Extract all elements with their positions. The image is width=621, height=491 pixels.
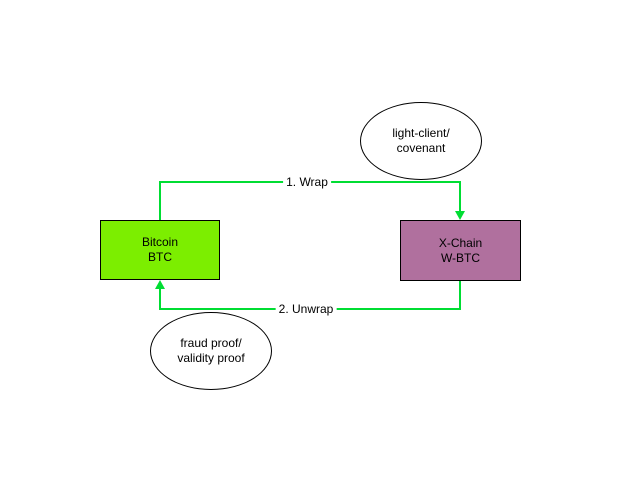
wrap-edge-segment-vertical-left xyxy=(159,181,161,220)
bitcoin-node: Bitcoin BTC xyxy=(100,220,220,280)
xchain-node-title: X-Chain xyxy=(438,235,483,250)
unwrap-edge-label: 2. Unwrap xyxy=(275,302,337,316)
bitcoin-node-subtitle: BTC xyxy=(148,250,172,264)
fraud-proof-label-line2: validity proof xyxy=(177,351,245,365)
fraud-proof-ellipse: fraud proof/ validity proof xyxy=(150,312,272,390)
unwrap-edge-segment-vertical-right xyxy=(459,280,461,310)
light-client-label-line2: covenant xyxy=(396,141,446,155)
light-client-label-line1: light-client/ xyxy=(392,126,450,140)
xchain-node: X-Chain W-BTC xyxy=(400,220,521,281)
wrap-edge-label: 1. Wrap xyxy=(283,175,331,189)
unwrap-edge-segment-vertical-left xyxy=(159,289,161,310)
wrap-arrowhead-icon xyxy=(455,211,465,220)
wrap-edge-segment-vertical-right xyxy=(459,181,461,213)
light-client-covenant-ellipse: light-client/ covenant xyxy=(360,102,482,180)
unwrap-arrowhead-icon xyxy=(155,280,165,289)
xchain-node-subtitle: W-BTC xyxy=(440,250,481,265)
bitcoin-node-title: Bitcoin xyxy=(141,235,179,249)
fraud-proof-label-line1: fraud proof/ xyxy=(180,336,242,350)
